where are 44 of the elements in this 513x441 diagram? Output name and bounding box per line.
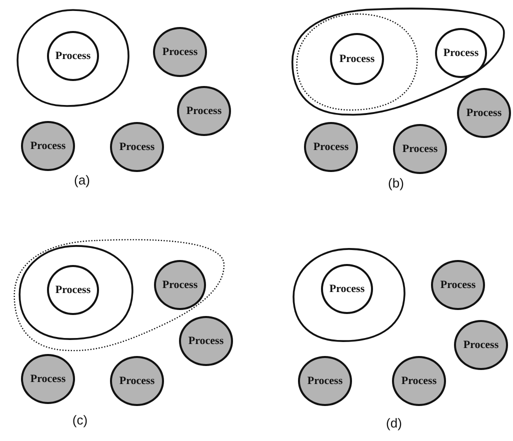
process-label: Process — [463, 339, 499, 351]
process-circle — [298, 356, 352, 406]
process-label: Process — [162, 279, 198, 291]
process-label: Process — [329, 283, 365, 295]
process-label: Process — [119, 141, 155, 153]
process-circle — [304, 122, 358, 172]
process-circle — [435, 28, 487, 78]
process-label: Process — [30, 140, 66, 152]
process-label: Process — [30, 373, 66, 385]
process-label: Process — [307, 375, 343, 387]
panel-label: (c) — [72, 412, 88, 428]
process-circle — [21, 354, 75, 404]
process-circle — [154, 260, 206, 310]
process-circle — [179, 316, 233, 366]
process-label: Process — [119, 375, 155, 387]
process-circle — [457, 88, 511, 138]
process-label: Process — [339, 53, 375, 65]
process-label: Process — [55, 50, 91, 62]
process-label: Process — [188, 335, 224, 347]
process-label: Process — [401, 375, 437, 387]
process-label: Process — [402, 143, 438, 155]
panel-label: (a) — [74, 172, 90, 188]
process-circle — [153, 27, 207, 77]
process-circle — [47, 265, 99, 315]
process-label: Process — [186, 105, 222, 117]
process-circle — [393, 124, 447, 174]
process-circle — [21, 121, 75, 171]
process-label: Process — [55, 284, 91, 296]
process-circle — [47, 31, 99, 81]
process-circle — [110, 356, 164, 406]
process-circle — [110, 122, 164, 172]
process-circle — [321, 264, 373, 314]
process-label: Process — [466, 107, 502, 119]
process-label: Process — [443, 47, 479, 59]
panel-label: (d) — [386, 416, 402, 430]
panel-label: (b) — [388, 176, 404, 190]
process-circle — [431, 260, 485, 310]
process-circle — [177, 86, 231, 136]
process-circle — [330, 33, 384, 85]
process-label: Process — [162, 46, 198, 58]
process-circle — [392, 356, 446, 406]
process-label: Process — [313, 141, 349, 153]
process-label: Process — [440, 279, 476, 291]
process-circle — [454, 320, 508, 370]
